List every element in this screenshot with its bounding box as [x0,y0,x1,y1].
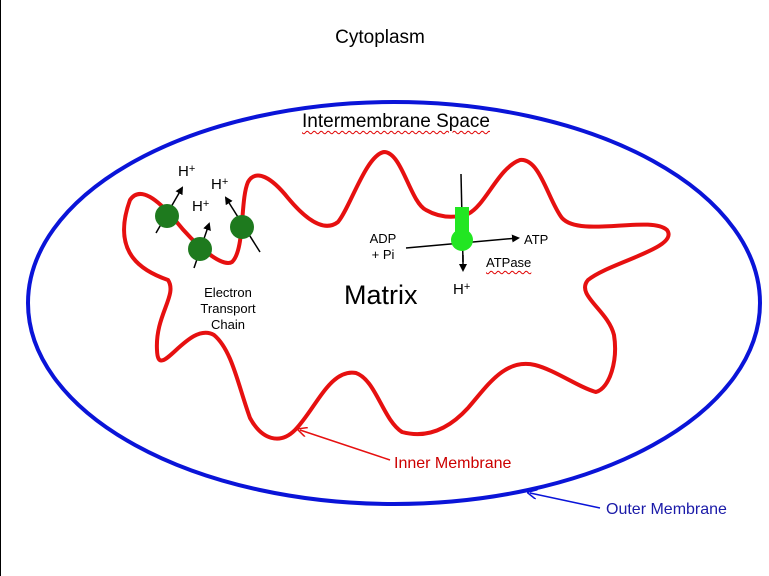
etc-label: Electron Transport Chain [180,285,276,333]
outer-membrane-label: Outer Membrane [606,501,727,518]
etc-protein-2 [188,237,212,261]
proton-charge: + [463,281,471,293]
proton-symbol: H [192,198,203,215]
outer-membrane-pointer [530,493,601,509]
atpase-text: ATPase [486,255,532,270]
intermembrane-space-text: Intermembrane Space [302,111,490,132]
left-border [0,0,1,576]
proton-label-2: H+ [211,176,229,193]
etc-label-line2: Transport [200,301,256,316]
inner-membrane-pointer [300,430,391,461]
adp-label: ADP + Pi [360,231,406,263]
proton-charge: + [202,198,210,210]
outer-membrane [26,100,762,506]
etc-protein-3 [230,215,254,239]
proton-symbol: H [178,163,189,180]
inner-membrane-label: Inner Membrane [394,455,512,472]
proton-label-1: H+ [178,163,196,180]
proton-label-3: H+ [192,198,210,215]
proton-charge: + [188,163,196,175]
atp-label: ATP [524,232,549,247]
inner-membrane [122,150,671,441]
matrix-label: Matrix [344,280,418,310]
atpase-stalk [455,207,469,235]
proton-symbol: H [211,176,222,193]
cytoplasm-label: Cytoplasm [335,27,425,48]
proton-symbol: H [453,281,464,298]
etc-label-line1: Electron [204,285,252,300]
proton-charge: + [221,176,229,188]
intermembrane-space-label: Intermembrane Space [276,112,516,131]
atpase-label: ATPase [486,256,531,269]
adp-label-line1: ADP [369,231,397,246]
adp-label-line2: + Pi [371,247,395,262]
atpase-head [451,229,473,251]
etc-label-line3: Chain [211,317,245,332]
etc-protein-1 [155,204,179,228]
proton-label-4: H+ [453,281,471,298]
